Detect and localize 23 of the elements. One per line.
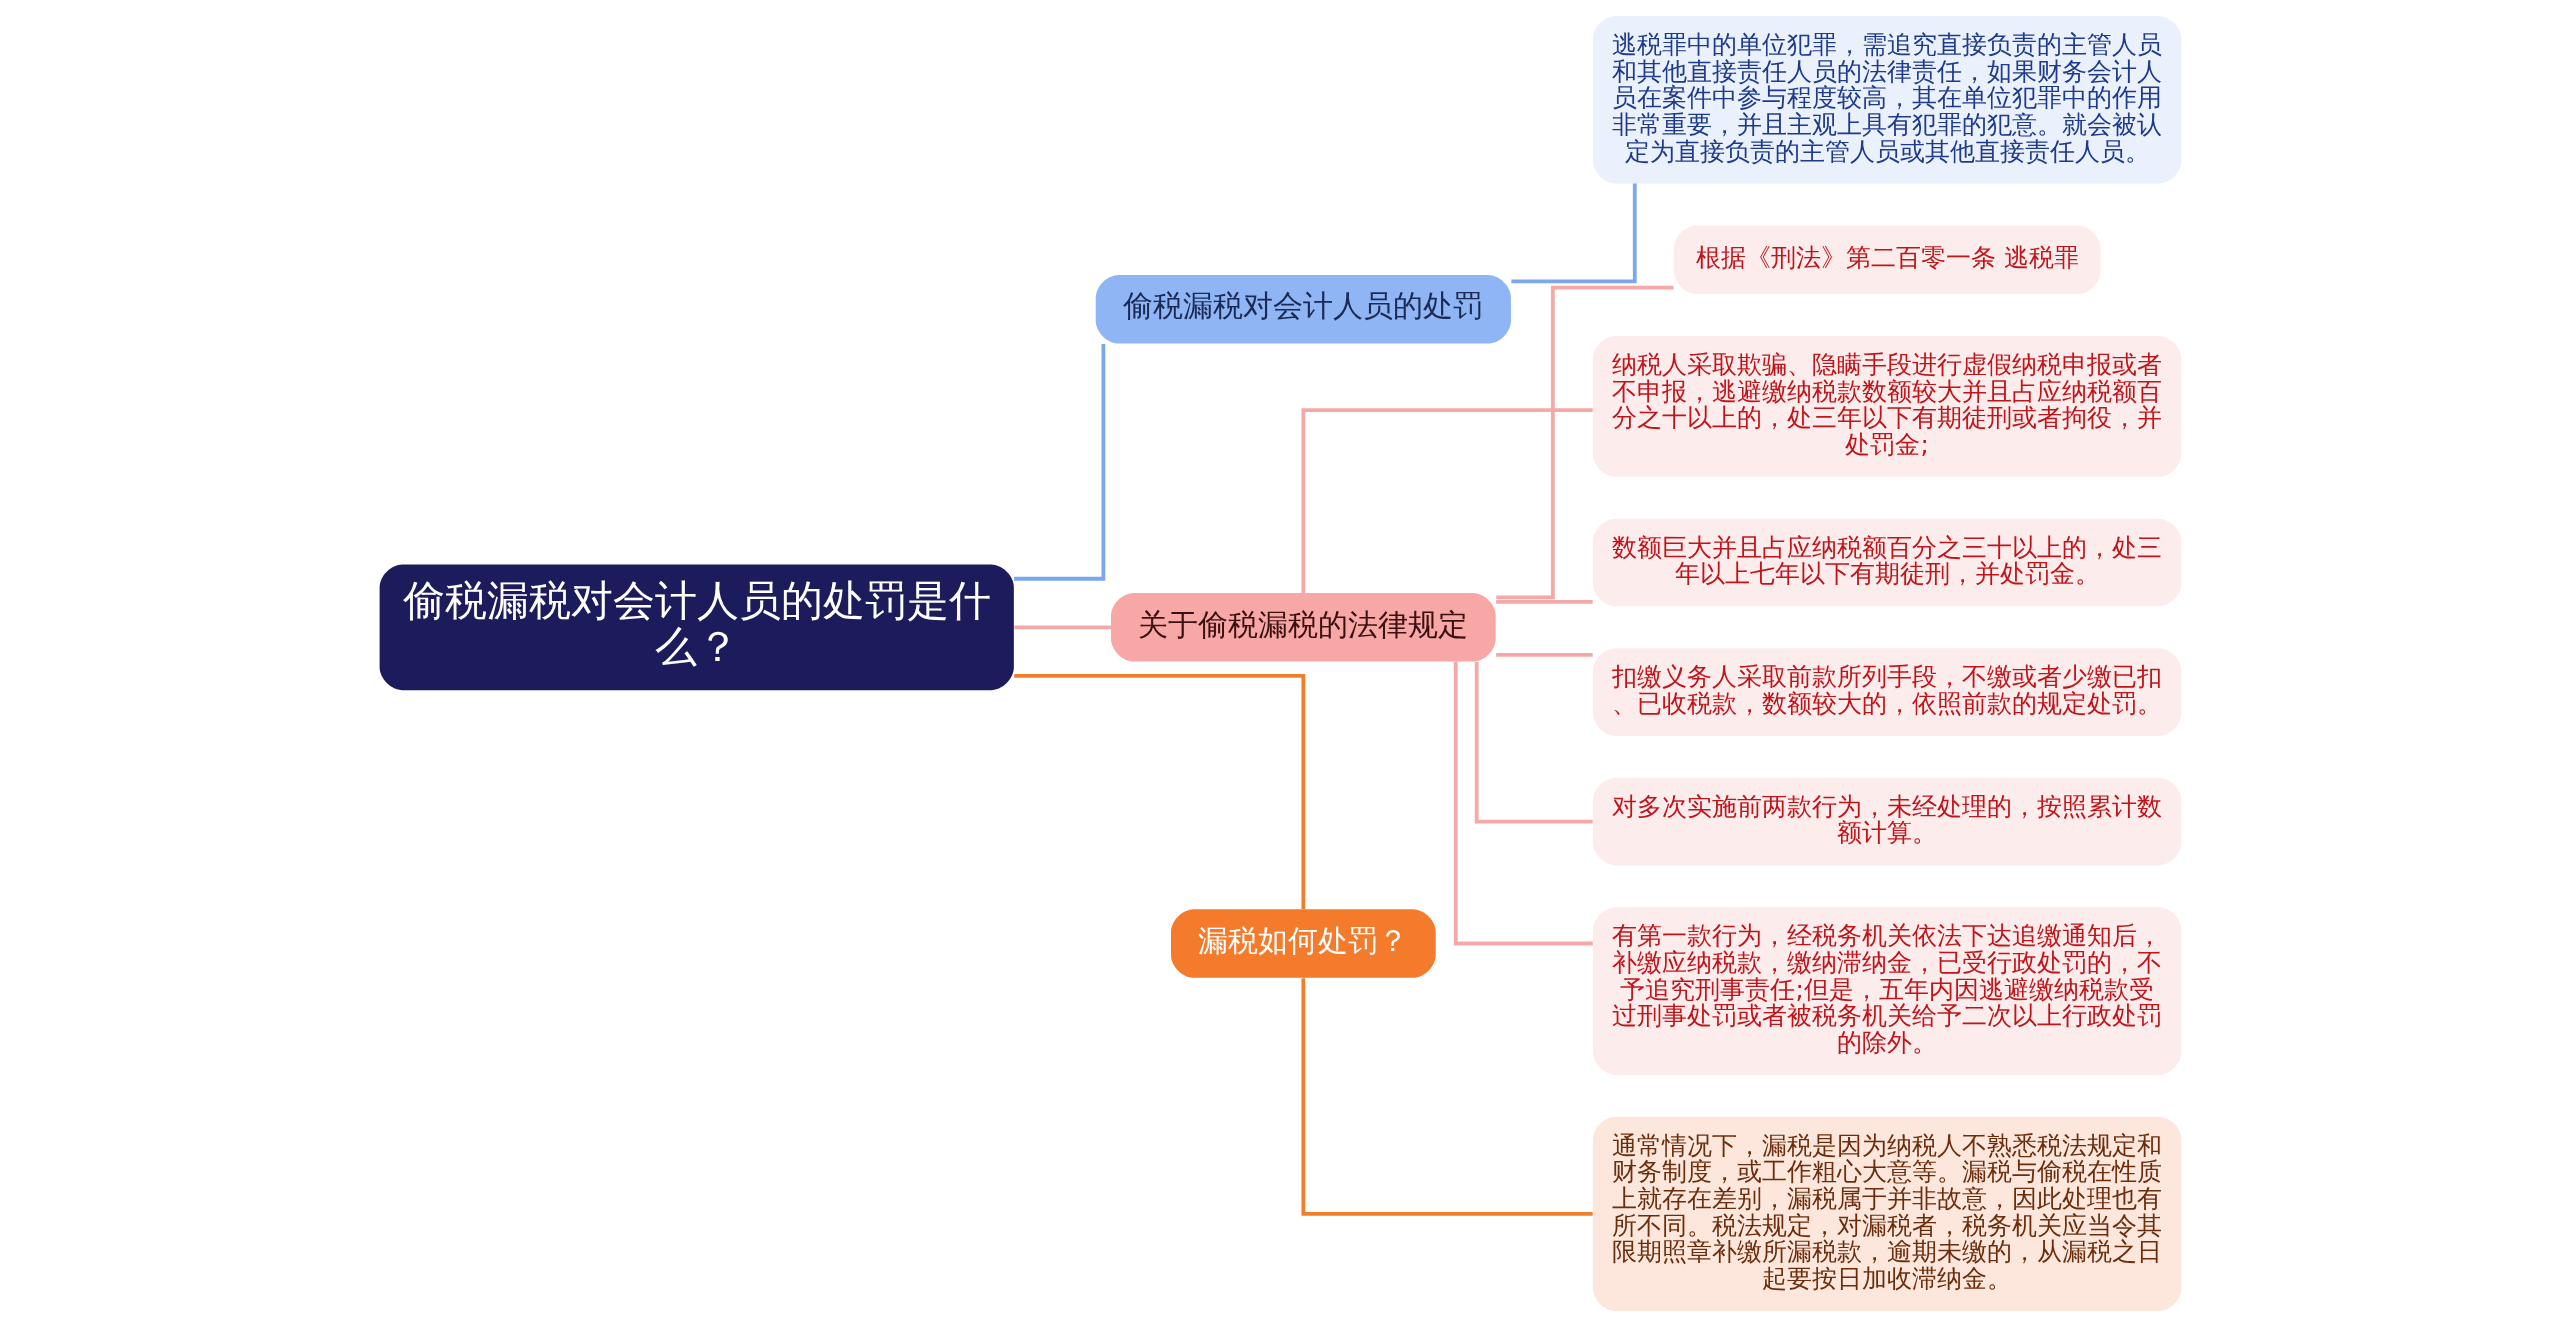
connector: [1300, 978, 1593, 1216]
node-box: 逃税罪中的单位犯罪，需追究直接负责的主管人员和其他直接责任人员的法律责任，如果财务会计人员在案件中参与程度较高，其在单位犯罪中的作用非常重要，并且主观上具有犯罪的犯意。就会被认定为直接负责的主管人员或其他直接责任人员。: [1592, 15, 2181, 184]
node-box: 通常情况下，漏税是因为纳税人不熟悉税法规定和财务制度，或工作粗心大意等。漏税与偷税在性质上就存在差别，漏税属于并非故意，因此处理也有所不同。税法规定，对漏税者，税务机关应当令其限期照章补缴所漏税款，逾期未缴的，从漏税之日起要按日加收滞纳金。: [1592, 1116, 2181, 1312]
node-box: 漏税如何处罚？: [1170, 909, 1436, 978]
connector: [1495, 653, 1593, 657]
node-box: 根据《刑法》第二百零一条 逃税罪: [1673, 225, 2100, 294]
connector: [1510, 183, 1637, 284]
node-box: 扣缴义务人采取前款所列手段，不缴或者少缴已扣、已收税款，数额较大的，依照前款的规定处罚。: [1592, 648, 2181, 736]
connector: [1453, 661, 1593, 946]
node-box: 数额巨大并且占应纳税额百分之三十以上的，处三年以上七年以下有期徒刑，并处罚金。: [1592, 518, 2181, 607]
node-box: 关于偷税漏税的法律规定: [1110, 593, 1496, 662]
connector: [1495, 600, 1593, 604]
connector: [1300, 408, 1593, 593]
connector: [1013, 673, 1305, 910]
connector: [1013, 625, 1111, 630]
connector: [1474, 662, 1593, 824]
node-box: 偷税漏税对会计人员的处罚: [1095, 274, 1511, 344]
connector: [1013, 343, 1105, 581]
node-box: 有第一款行为，经税务机关依法下达追缴通知后，补缴应纳税款，缴纳滞纳金，已受行政处罚的，不予追究刑事责任;但是，五年内因逃避缴纳税款受过刑事处罚或者被税务机关给予二次以上行政处罚的除外。: [1592, 907, 2181, 1075]
node-box: 对多次实施前两款行为，未经处理的，按照累计数额计算。: [1592, 777, 2181, 866]
node-box: 偷税漏税对会计人员的处罚是什么？: [379, 564, 1014, 691]
connector: [1495, 285, 1674, 600]
node-box: 纳税人采取欺骗、隐瞒手段进行虚假纳税申报或者不申报，逃避缴纳税款数额较大并且占应纳税额百分之十以上的，处三年以下有期徒刑或者拘役，并处罚金;: [1592, 335, 2181, 477]
